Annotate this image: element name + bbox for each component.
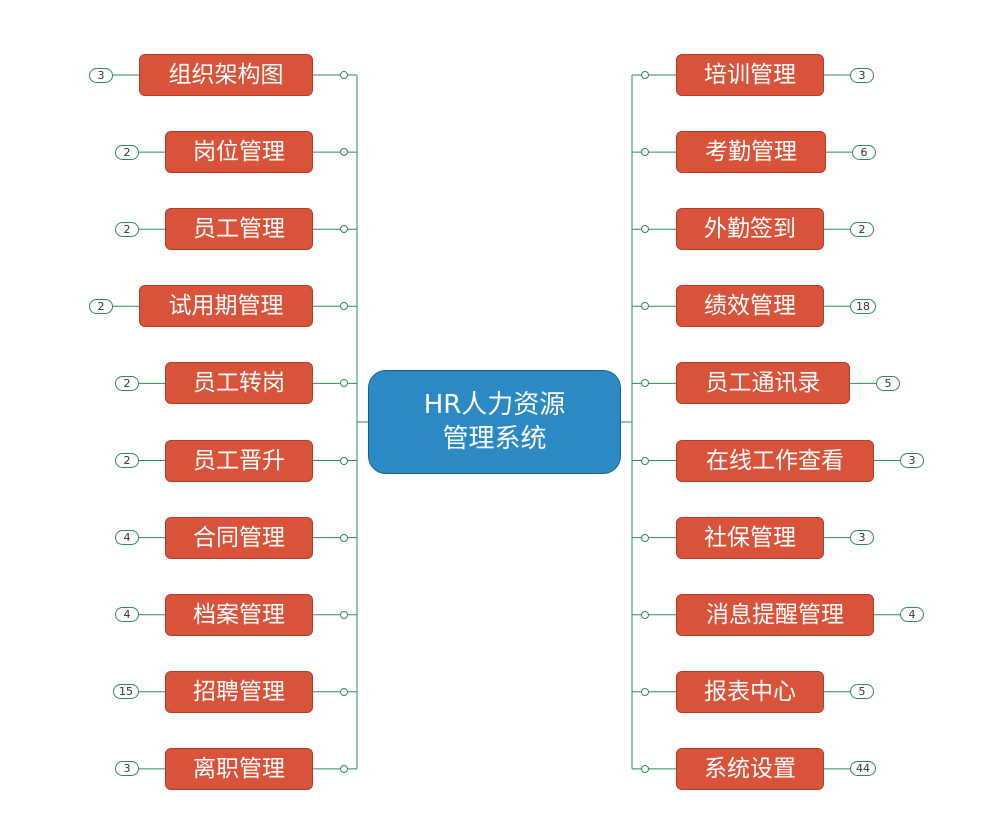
collapse-toggle[interactable] (641, 456, 649, 465)
subtopic-count-badge[interactable]: 2 (850, 221, 874, 237)
subtopic-count-badge[interactable]: 3 (900, 453, 924, 468)
collapse-toggle[interactable] (641, 148, 649, 157)
subtopic-count-badge[interactable]: 3 (850, 530, 874, 546)
subtopic-count-badge[interactable]: 15 (113, 684, 139, 700)
subtopic-count-badge[interactable]: 2 (115, 375, 139, 391)
topic-right-4[interactable]: 绩效管理 (676, 285, 824, 328)
topic-right-6[interactable]: 在线工作查看 (676, 439, 874, 482)
subtopic-count-badge[interactable]: 4 (115, 607, 139, 623)
topic-left-9[interactable]: 招聘管理 (165, 670, 313, 713)
root-title-line1: HR人力资源 (423, 390, 566, 420)
subtopic-count-badge[interactable]: 44 (850, 761, 876, 777)
subtopic-count-badge[interactable]: 2 (89, 298, 113, 314)
topic-left-7[interactable]: 合同管理 (165, 516, 313, 559)
topic-right-8[interactable]: 消息提醒管理 (676, 593, 874, 636)
collapse-toggle[interactable] (340, 764, 348, 773)
topic-right-9[interactable]: 报表中心 (676, 670, 824, 713)
root-topic[interactable]: HR人力资源 管理系统 (368, 370, 621, 474)
subtopic-count-badge[interactable]: 3 (89, 67, 113, 83)
subtopic-count-badge[interactable]: 2 (115, 221, 139, 237)
collapse-toggle[interactable] (340, 71, 348, 79)
topic-right-10[interactable]: 系统设置 (676, 747, 824, 790)
subtopic-count-badge[interactable]: 5 (850, 684, 874, 700)
collapse-toggle[interactable] (641, 225, 649, 234)
collapse-toggle[interactable] (340, 533, 348, 542)
topic-right-3[interactable]: 外勤签到 (676, 208, 824, 251)
subtopic-count-badge[interactable]: 4 (900, 607, 924, 623)
topic-left-8[interactable]: 档案管理 (165, 593, 313, 636)
topic-left-3[interactable]: 员工管理 (165, 208, 313, 251)
subtopic-count-badge[interactable]: 4 (115, 530, 139, 546)
topic-left-4[interactable]: 试用期管理 (139, 285, 313, 328)
collapse-toggle[interactable] (641, 533, 649, 542)
collapse-toggle[interactable] (340, 302, 348, 311)
subtopic-count-badge[interactable]: 3 (850, 67, 874, 83)
collapse-toggle[interactable] (641, 687, 649, 696)
subtopic-count-badge[interactable]: 5 (876, 375, 900, 391)
subtopic-count-badge[interactable]: 6 (852, 144, 876, 160)
subtopic-count-badge[interactable]: 2 (115, 453, 139, 468)
collapse-toggle[interactable] (340, 379, 348, 388)
subtopic-count-badge[interactable]: 18 (850, 298, 876, 314)
collapse-toggle[interactable] (340, 225, 348, 234)
topic-left-1[interactable]: 组织架构图 (139, 54, 313, 96)
topic-left-6[interactable]: 员工晋升 (165, 439, 313, 482)
root-title-line2: 管理系统 (442, 424, 547, 454)
topic-left-10[interactable]: 离职管理 (165, 747, 313, 790)
subtopic-count-badge[interactable]: 3 (115, 761, 139, 777)
collapse-toggle[interactable] (641, 610, 649, 619)
topic-right-2[interactable]: 考勤管理 (676, 131, 826, 174)
collapse-toggle[interactable] (340, 687, 348, 696)
topic-left-2[interactable]: 岗位管理 (165, 131, 313, 174)
collapse-toggle[interactable] (641, 764, 649, 773)
collapse-toggle[interactable] (340, 456, 348, 465)
collapse-toggle[interactable] (340, 148, 348, 157)
topic-right-7[interactable]: 社保管理 (676, 516, 824, 559)
collapse-toggle[interactable] (340, 610, 348, 619)
collapse-toggle[interactable] (641, 71, 649, 79)
collapse-toggle[interactable] (641, 302, 649, 311)
topic-left-5[interactable]: 员工转岗 (165, 362, 313, 405)
topic-right-1[interactable]: 培训管理 (676, 54, 824, 96)
topic-right-5[interactable]: 员工通讯录 (676, 362, 850, 405)
collapse-toggle[interactable] (641, 379, 649, 388)
subtopic-count-badge[interactable]: 2 (115, 144, 139, 160)
